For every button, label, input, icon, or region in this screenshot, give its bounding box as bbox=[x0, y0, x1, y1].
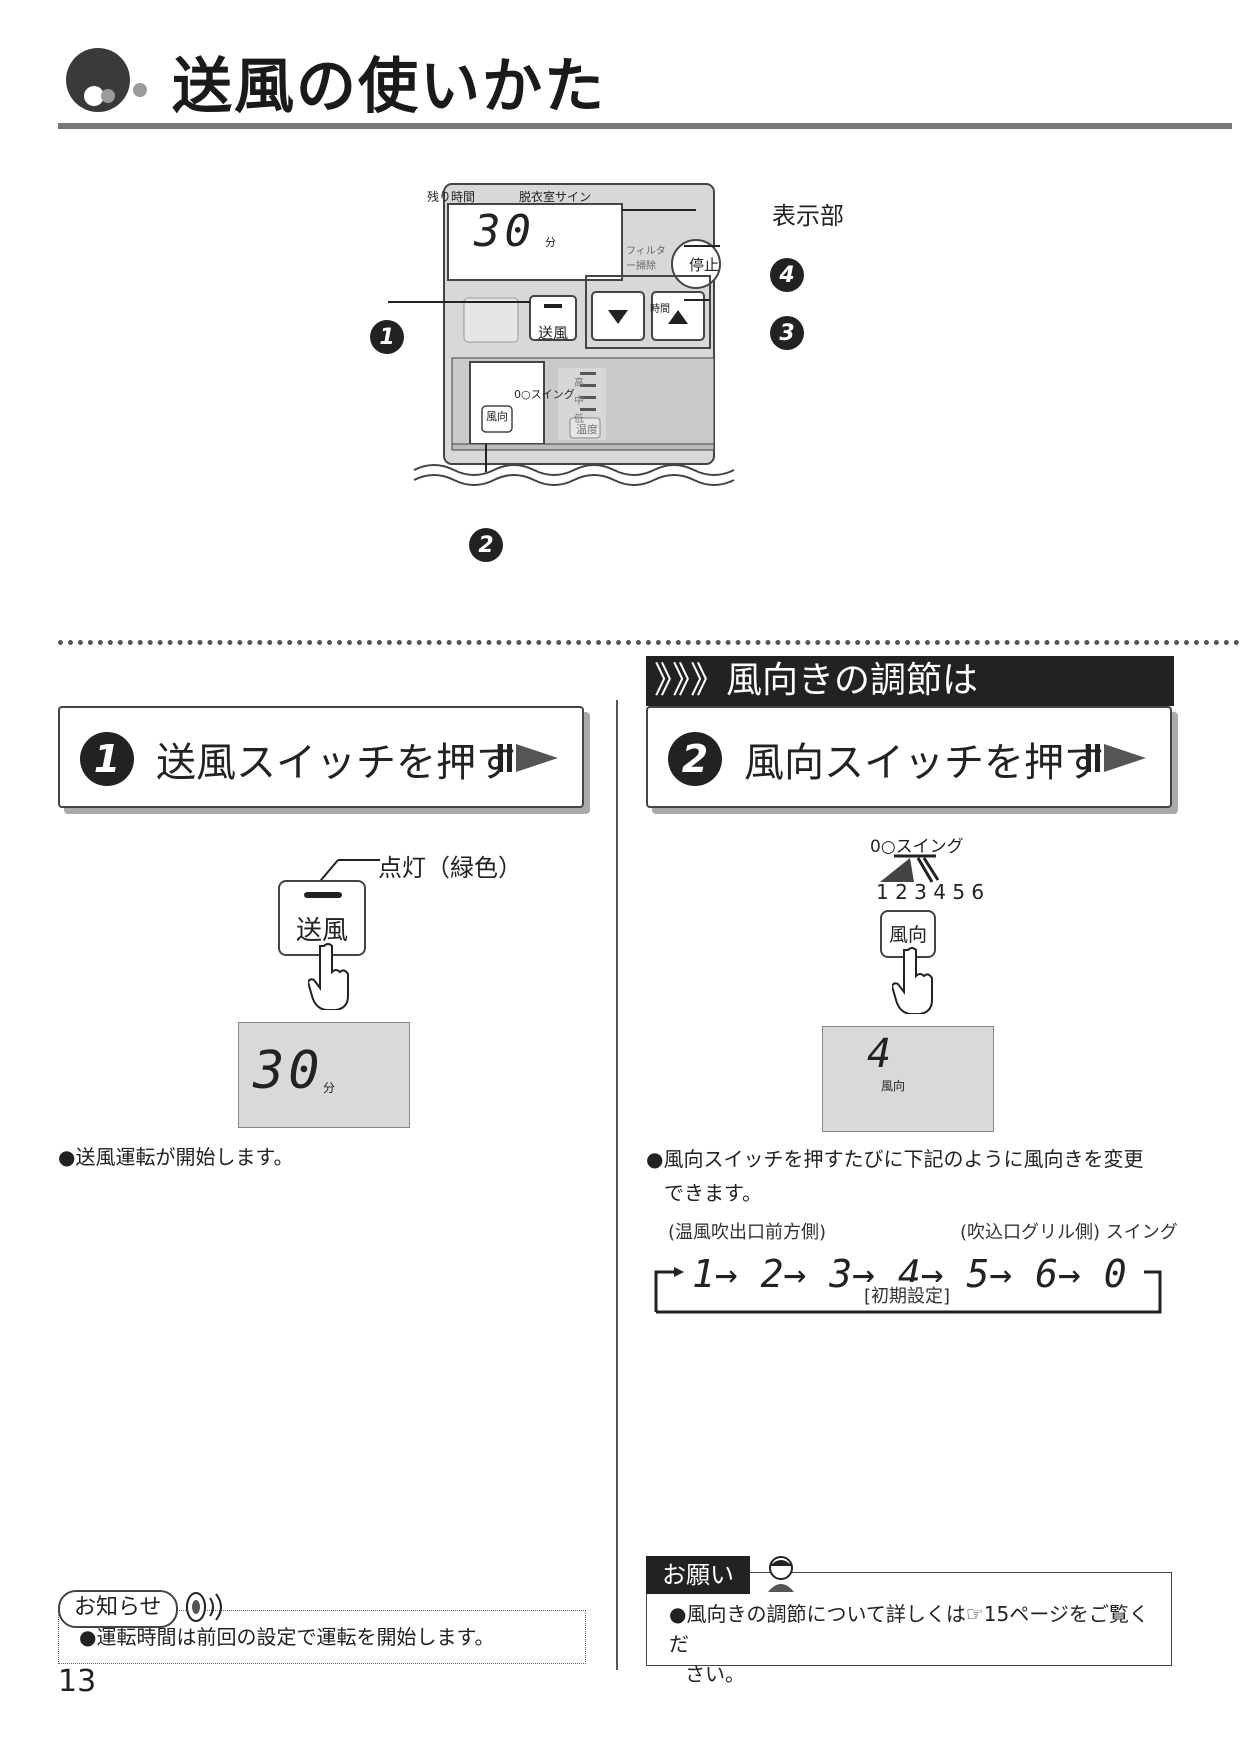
sequence-front-label: (温風吹出口前方側) bbox=[668, 1222, 827, 1243]
level-mid-label: 中 bbox=[574, 396, 584, 407]
step-1-box: 1 送風スイッチを押す bbox=[58, 706, 584, 808]
callout-2-badge: 2 bbox=[469, 528, 503, 562]
next-arrow-icon bbox=[1086, 744, 1146, 772]
step-2-box: 2 風向スイッチを押す bbox=[646, 706, 1172, 808]
column-divider bbox=[616, 700, 618, 1670]
remote-controller-figure bbox=[388, 183, 735, 486]
notice-right-line2: さい。 bbox=[685, 1662, 745, 1686]
step2-bullet-line1: ●風向スイッチを押すたびに下記のように風向きを変更 bbox=[646, 1147, 1144, 1171]
step-1-number: 1 bbox=[80, 732, 134, 786]
speaker-icon bbox=[186, 1592, 222, 1622]
step-2-title: 風向スイッチを押す bbox=[744, 740, 1104, 786]
figure-direction-button[interactable]: 風向 bbox=[486, 410, 508, 423]
lcd-step1-digits: 30 bbox=[253, 1041, 324, 1101]
wind-fan-icon bbox=[880, 854, 940, 883]
filter-label: フィルター掃除 bbox=[626, 246, 666, 272]
lcd-step2-digit: 4 bbox=[867, 1031, 896, 1077]
notice-right-line1: ●風向きの調節について詳しくは☞15ページをご覧くだ bbox=[669, 1602, 1149, 1656]
callout-3-badge: 3 bbox=[770, 316, 804, 350]
page-title: 送風の使いかた bbox=[172, 52, 606, 122]
sequence-loop-frame bbox=[654, 1267, 1162, 1314]
figure-display-digits: 30 bbox=[474, 206, 535, 257]
lcd-display-step1: 30 分 bbox=[238, 1022, 410, 1128]
notice-right-rule bbox=[804, 1572, 1172, 1573]
temp-button[interactable]: 温度 bbox=[576, 423, 598, 436]
title-bullet-icon bbox=[66, 48, 147, 112]
stop-button[interactable]: 停止 bbox=[688, 256, 719, 274]
lcd-step2-label: 風向 bbox=[881, 1079, 906, 1093]
dotted-separator bbox=[58, 640, 1240, 645]
remaining-time-label: 残り時間 bbox=[427, 190, 476, 204]
notice-right-tag: お願い bbox=[646, 1556, 750, 1594]
fan-switch-label: 送風 bbox=[295, 916, 348, 946]
lit-green-label: 点灯（緑色） bbox=[378, 854, 522, 882]
figure-swing-label: 0○スイング bbox=[514, 388, 575, 401]
step-2-number: 2 bbox=[668, 732, 722, 786]
title-rule bbox=[58, 123, 1232, 129]
step-1-title: 送風スイッチを押す bbox=[156, 740, 516, 786]
changing-room-sign-label: 脱衣室サイン bbox=[519, 190, 592, 204]
section-header-wind-direction: 》》》風向きの調節は bbox=[646, 656, 1174, 706]
lcd-display-step2: 4 風向 bbox=[822, 1026, 994, 1132]
page-number: 13 bbox=[58, 1664, 97, 1699]
level-high-label: 高 bbox=[574, 378, 584, 389]
callout-1-badge: 1 bbox=[370, 320, 404, 354]
time-label: 時間 bbox=[650, 304, 670, 315]
pointing-hand-icon bbox=[308, 943, 349, 1010]
swing-numbers: 1 2 3 4 5 6 bbox=[876, 880, 985, 904]
swing-label: 0○スイング bbox=[870, 837, 964, 857]
figure-display-unit: 分 bbox=[545, 236, 556, 249]
notice-left-text: ●運転時間は前回の設定で運転を開始します。 bbox=[58, 1610, 586, 1664]
sequence-default-label: [初期設定] bbox=[862, 1282, 953, 1308]
next-arrow-icon bbox=[498, 744, 558, 772]
pointing-hand-icon bbox=[892, 947, 933, 1014]
wind-direction-switch-button[interactable]: 風向 bbox=[880, 910, 936, 958]
bowing-person-icon bbox=[768, 1556, 794, 1592]
level-low-label: 低 bbox=[574, 414, 584, 425]
fan-lamp bbox=[304, 892, 342, 898]
notice-left-tag: お知らせ bbox=[58, 1590, 178, 1628]
step1-bullet: ●送風運転が開始します。 bbox=[58, 1145, 294, 1169]
step2-bullet-line2: できます。 bbox=[664, 1181, 762, 1205]
callout-4-badge: 4 bbox=[770, 258, 804, 292]
lcd-step1-unit: 分 bbox=[323, 1081, 336, 1095]
display-callout: 表示部 bbox=[772, 202, 844, 230]
fan-button[interactable]: 送風 bbox=[537, 324, 568, 342]
notice-right-box: ●風向きの調節について詳しくは☞15ページをご覧くだ さい。 bbox=[646, 1572, 1172, 1686]
sequence-grill-label: (吹込口グリル側) スイング bbox=[960, 1222, 1178, 1243]
